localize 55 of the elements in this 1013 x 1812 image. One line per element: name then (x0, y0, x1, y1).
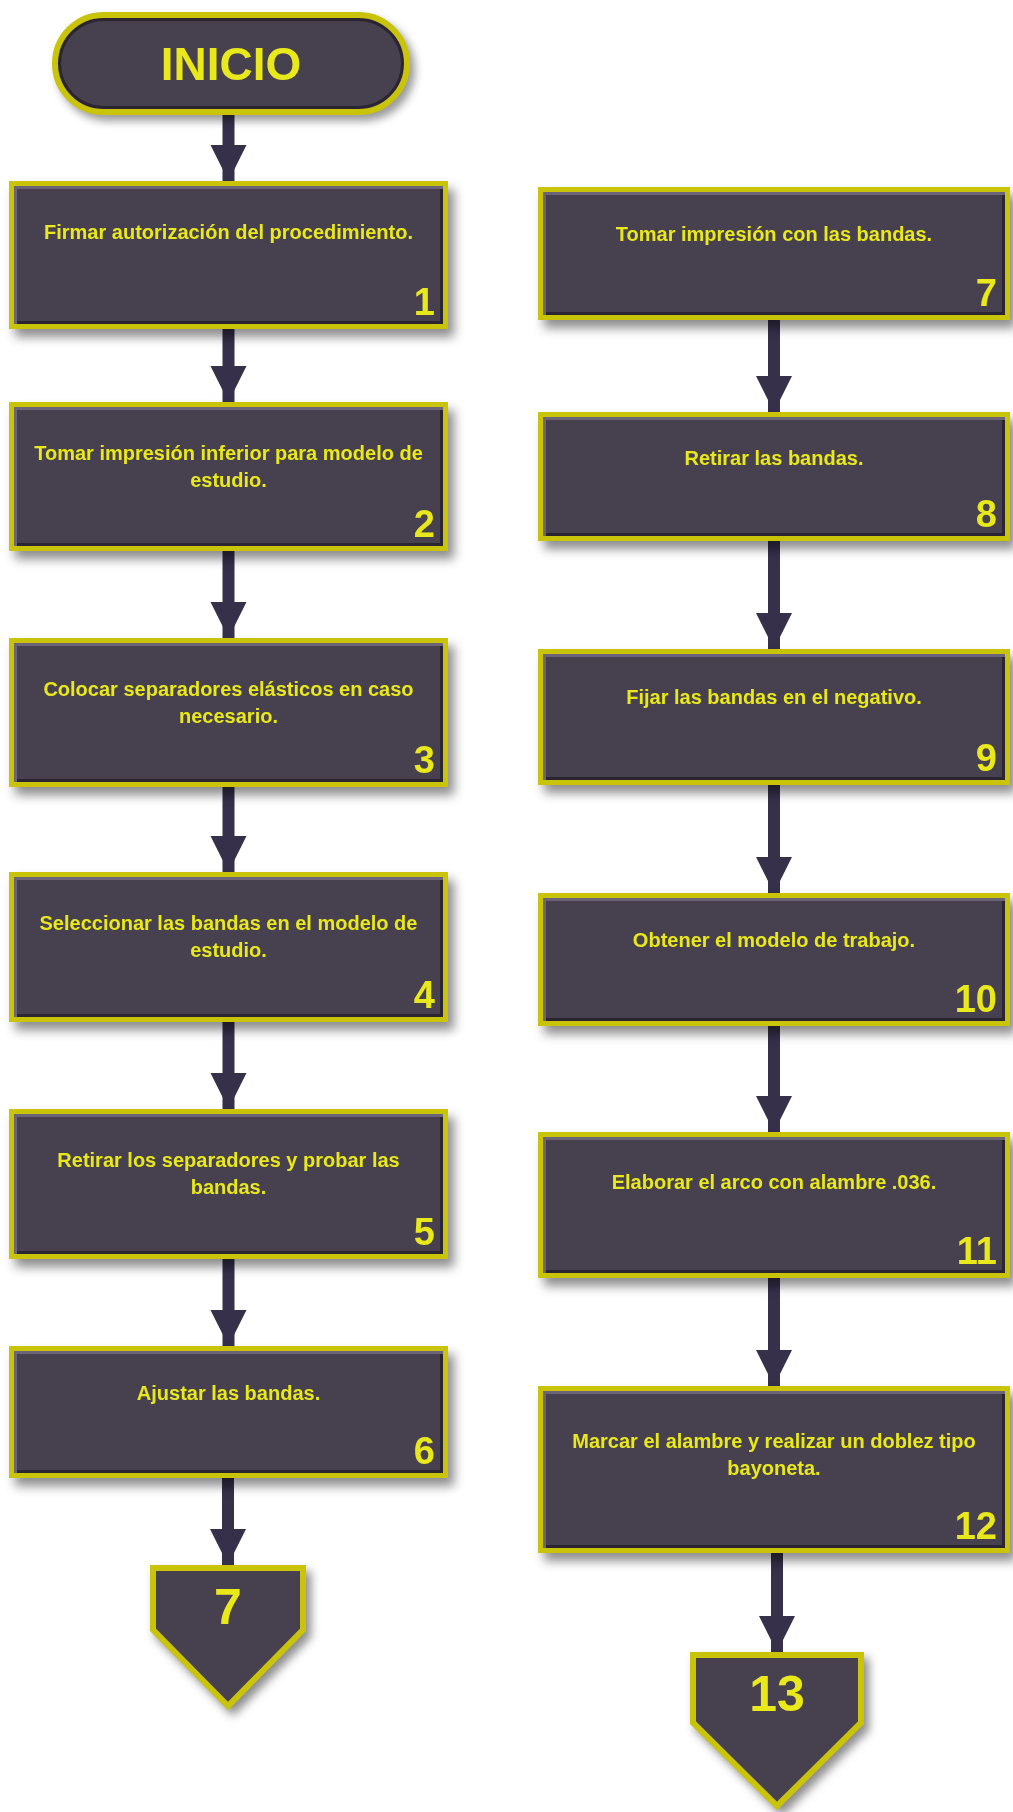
arrow (756, 1278, 792, 1386)
step-number: 8 (975, 494, 997, 534)
process-box (538, 1386, 1010, 1553)
step-text: Retirar los separadores y probar las bandas. (56, 1148, 401, 1200)
arrow (210, 1022, 247, 1109)
step-number: 11 (956, 1231, 997, 1271)
process-box (9, 872, 448, 1022)
arrow (210, 787, 247, 872)
step-text: Firmar autorización del procedimiento. (43, 220, 414, 245)
arrow (759, 1553, 795, 1652)
process-box (538, 187, 1010, 320)
step-text: Retirar las bandas. (683, 446, 865, 471)
step-text: Tomar impresión inferior para modelo de estudio. (33, 441, 424, 493)
step-text: Obtener el modelo de trabajo. (631, 928, 917, 953)
terminal-label: INICIO (159, 36, 303, 91)
arrow (210, 329, 247, 402)
start-terminal (52, 12, 410, 115)
arrow (756, 1026, 792, 1132)
step-text: Tomar impresión con las bandas. (614, 222, 934, 247)
step-number: 1 (413, 282, 435, 322)
connector-number: 7 (213, 1579, 243, 1635)
process-box (9, 181, 448, 329)
step-text: Fijar las bandas en el negativo. (625, 685, 923, 710)
process-box (9, 638, 448, 787)
process-box (538, 893, 1010, 1026)
process-box (538, 412, 1010, 541)
step-number: 2 (413, 504, 435, 544)
arrow (210, 551, 247, 638)
step-text: Marcar el alambre y realizar un doblez tipo bayoneta. (571, 1429, 977, 1481)
step-text: Ajustar las bandas. (135, 1381, 322, 1406)
arrow (756, 320, 792, 412)
process-box (9, 1109, 448, 1259)
arrow (210, 1478, 246, 1565)
step-number: 7 (975, 273, 997, 313)
process-box (538, 649, 1010, 785)
step-text: Elaborar el arco con alambre .036. (610, 1170, 938, 1195)
step-number: 4 (413, 975, 435, 1015)
process-box (9, 402, 448, 551)
process-box (9, 1346, 448, 1478)
connector-number: 13 (748, 1666, 806, 1722)
off-page-connector (150, 1565, 306, 1709)
arrow (210, 115, 247, 181)
step-text: Seleccionar las bandas en el modelo de estudio. (38, 911, 419, 963)
step-number: 12 (954, 1506, 997, 1546)
step-number: 10 (954, 979, 997, 1019)
step-number: 3 (413, 740, 435, 780)
arrow (210, 1259, 247, 1346)
arrow (756, 785, 792, 893)
step-number: 9 (975, 738, 997, 778)
arrow (756, 541, 792, 649)
process-box (538, 1132, 1010, 1278)
step-number: 5 (413, 1212, 435, 1252)
off-page-connector (690, 1652, 864, 1809)
step-number: 6 (413, 1431, 435, 1471)
step-text: Colocar separadores elásticos en caso necesario. (42, 677, 415, 729)
